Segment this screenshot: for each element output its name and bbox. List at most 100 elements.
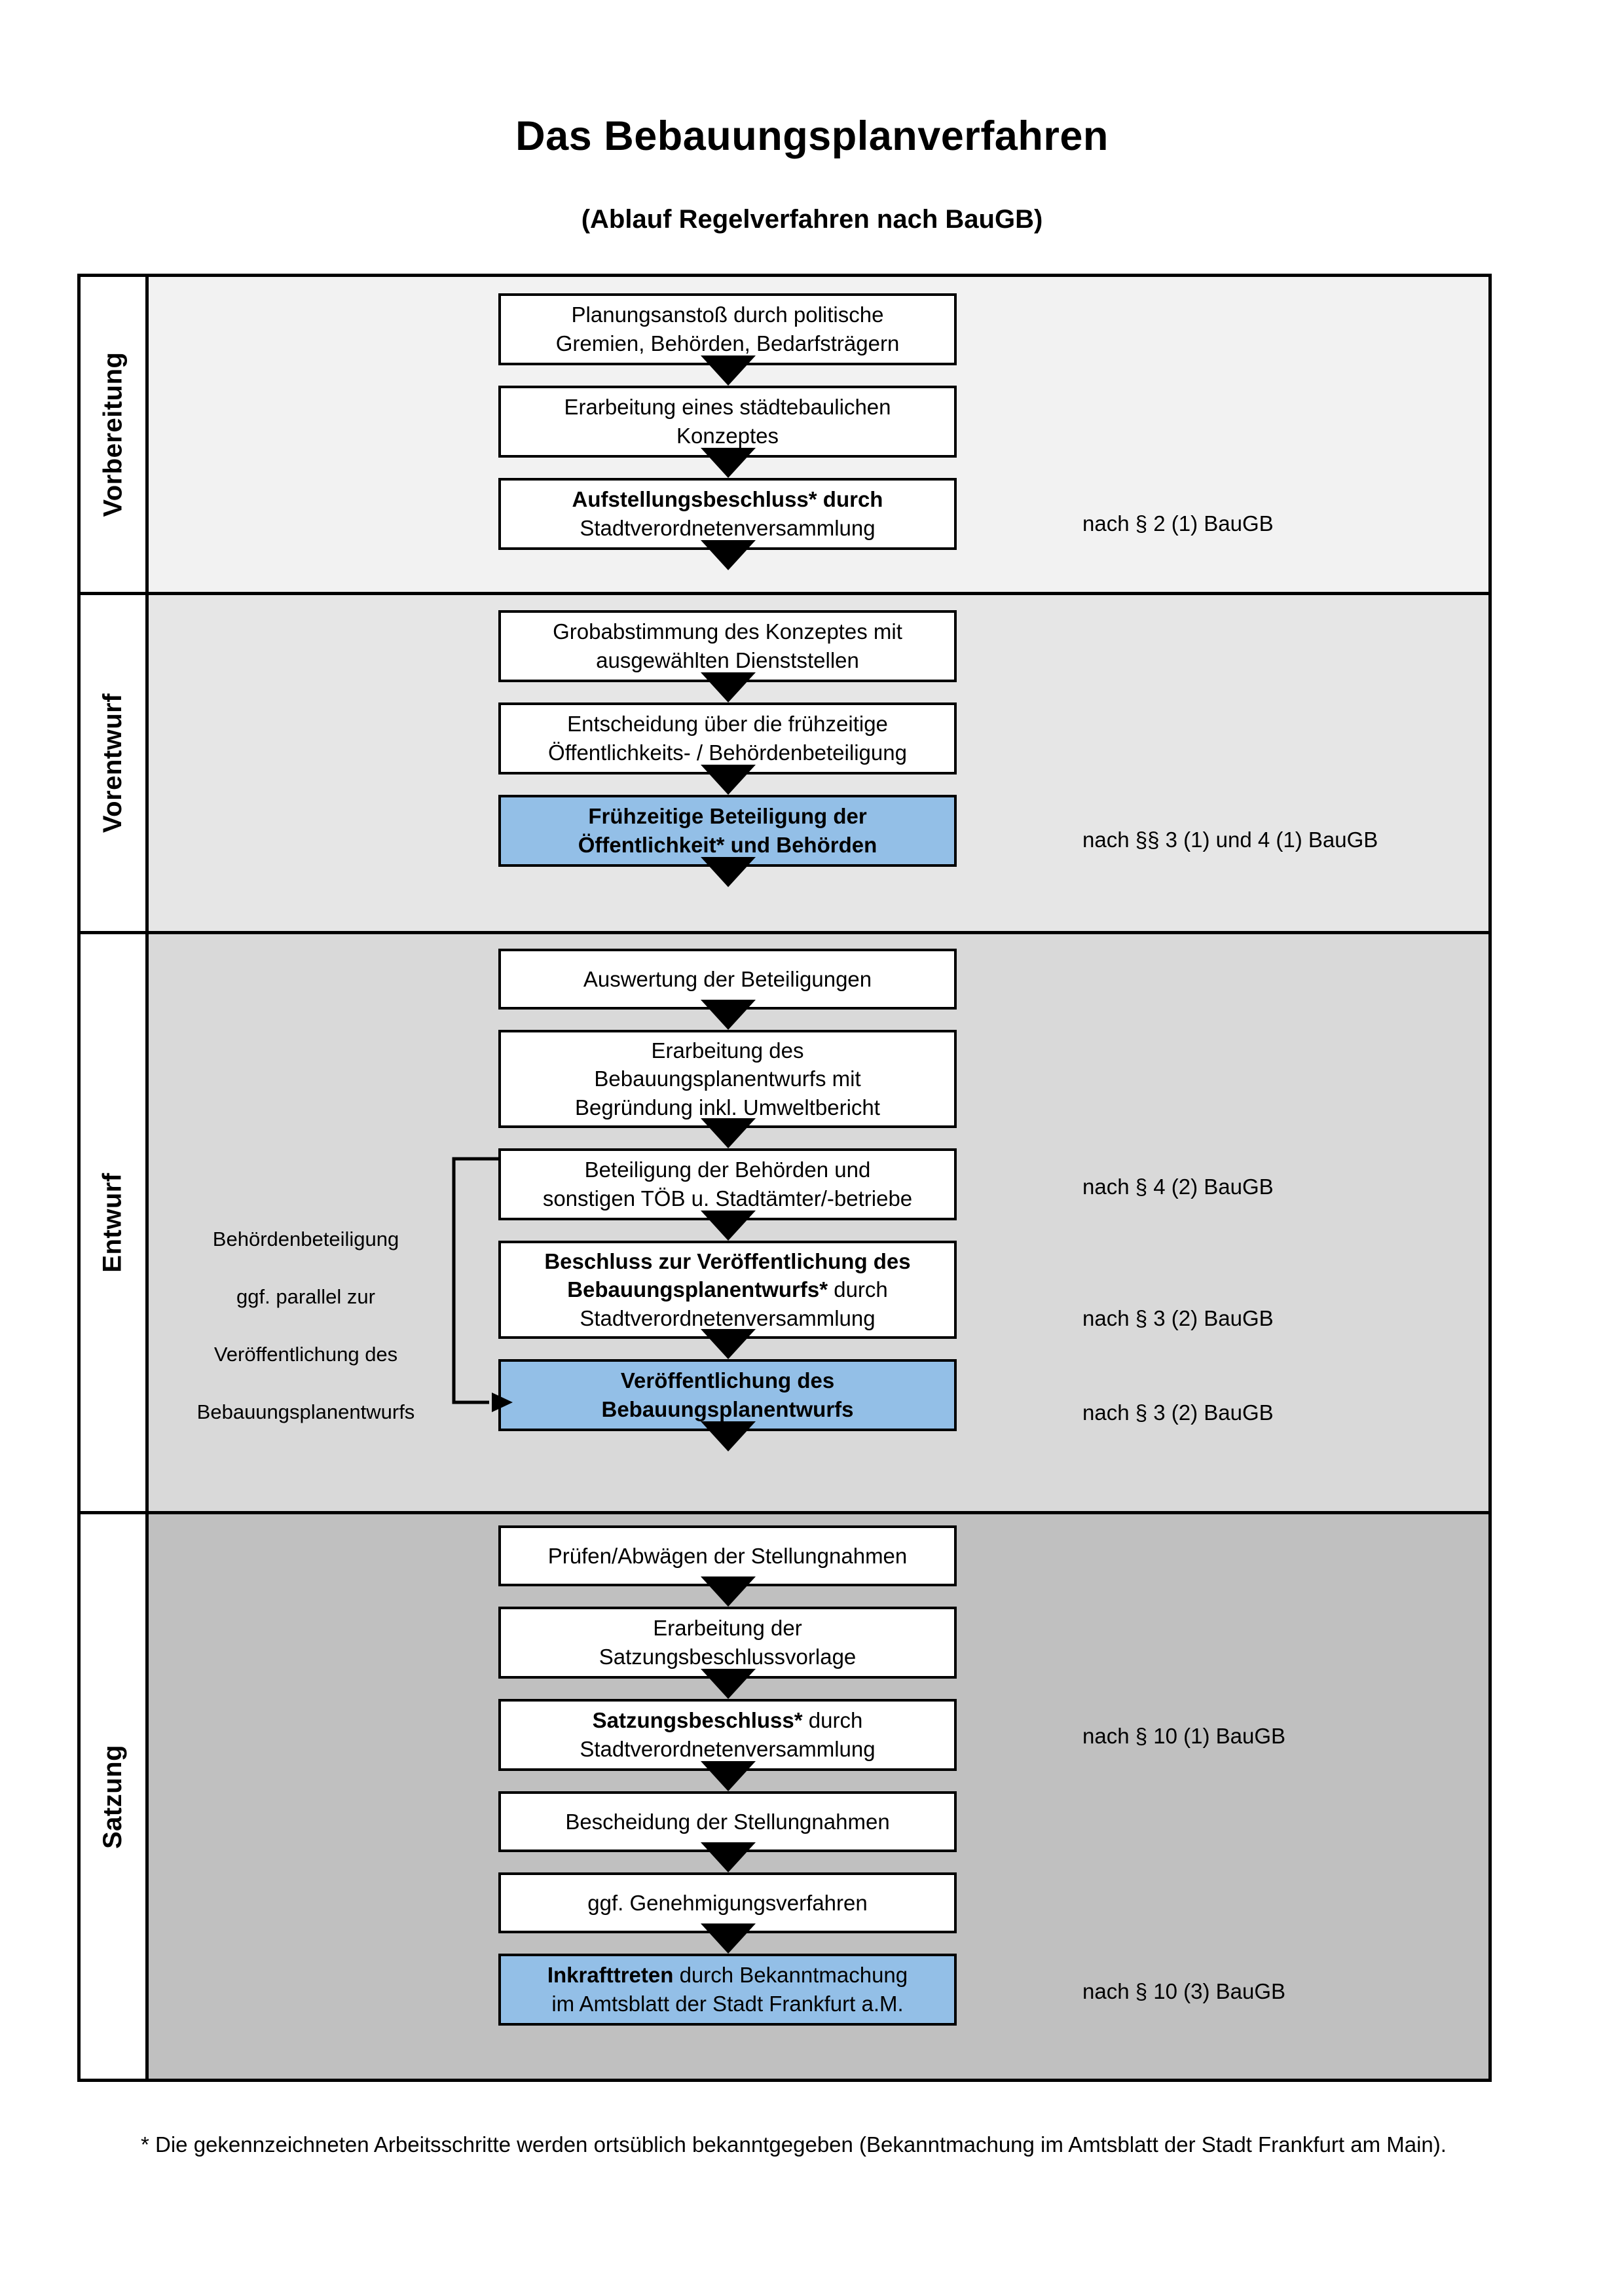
flow-arrow-down-icon bbox=[701, 1118, 756, 1148]
step-line-regular: durch bbox=[802, 1708, 863, 1733]
phase-body-vorentwurf: Grobabstimmung des Konzeptes mit ausgewä… bbox=[149, 595, 1488, 931]
flow-arrow-down-icon bbox=[701, 765, 756, 795]
step-line: Erarbeitung eines städtebaulichen bbox=[564, 395, 891, 420]
step-genehmigungsverfahren[interactable]: ggf. Genehmigungsverfahren bbox=[498, 1872, 957, 1933]
step-beschluss-veroeffentlichung[interactable]: Beschluss zur Veröffentlichung des Bebau… bbox=[498, 1241, 957, 1339]
flow-arrow-down-icon bbox=[701, 1421, 756, 1451]
flow-arrow-down-icon bbox=[701, 672, 756, 702]
phase-label-text: Vorbereitung bbox=[98, 352, 127, 517]
note-line: Bebauungsplanentwurfs bbox=[196, 1400, 415, 1424]
phase-label-vorbereitung: Vorbereitung bbox=[81, 277, 149, 592]
phase-label-entwurf: Entwurf bbox=[81, 934, 149, 1511]
law-reference: nach § 2 (1) BauGB bbox=[1082, 511, 1274, 536]
step-entscheidung-fruehzeitige-beteiligung[interactable]: Entscheidung über die frühzeitige Öffent… bbox=[498, 702, 957, 774]
step-line-mixed: Inkrafttreten durch Bekanntmachung bbox=[547, 1961, 908, 1990]
flow-arrow-down-icon bbox=[701, 1842, 756, 1872]
step-veroeffentlichung-entwurf[interactable]: Veröffentlichung des Bebauungsplanentwur… bbox=[498, 1359, 957, 1431]
flow-arrow-down-icon bbox=[701, 448, 756, 478]
step-line: im Amtsblatt der Stadt Frankfurt a.M. bbox=[551, 1992, 904, 2016]
law-reference: nach §§ 3 (1) und 4 (1) BauGB bbox=[1082, 828, 1378, 852]
step-line-bold: Bebauungsplanentwurfs* bbox=[567, 1277, 828, 1302]
law-reference: nach § 3 (2) BauGB bbox=[1082, 1400, 1274, 1425]
step-line: Erarbeitung der bbox=[653, 1616, 802, 1641]
flow-arrow-down-icon bbox=[701, 1923, 756, 1954]
phase-label-text: Satzung bbox=[98, 1744, 128, 1849]
step-line: Bebauungsplanentwurfs bbox=[601, 1397, 854, 1421]
step-line: ggf. Genehmigungsverfahren bbox=[587, 1890, 868, 1915]
step-line: Erarbeitung des bbox=[651, 1038, 804, 1063]
step-aufstellungsbeschluss[interactable]: Aufstellungsbeschluss* durch Stadtverord… bbox=[498, 478, 957, 550]
note-line: Veröffentlichung des bbox=[213, 1343, 398, 1366]
page-title: Das Bebauungsplanverfahren bbox=[515, 113, 1109, 159]
step-line: Stadtverordnetenversammlung bbox=[580, 1305, 876, 1330]
step-grobabstimmung[interactable]: Grobabstimmung des Konzeptes mit ausgewä… bbox=[498, 610, 957, 682]
step-bescheidung-stellungnahmen[interactable]: Bescheidung der Stellungnahmen bbox=[498, 1791, 957, 1852]
phase-body-entwurf: Auswertung der Beteiligungen Erarbeitung… bbox=[149, 934, 1488, 1511]
step-line: Begründung inkl. Umweltbericht bbox=[575, 1095, 880, 1120]
note-line: Behördenbeteiligung bbox=[212, 1228, 399, 1251]
step-line: Stadtverordnetenversammlung bbox=[580, 516, 876, 540]
flowchart-frame: Vorbereitung Planungsanstoß durch politi… bbox=[77, 274, 1492, 2082]
step-line: Planungsanstoß durch politische bbox=[571, 302, 884, 327]
step-line: Öffentlichkeit* und Behörden bbox=[578, 833, 877, 857]
law-reference: nach § 4 (2) BauGB bbox=[1082, 1175, 1274, 1199]
step-line: Satzungsbeschlussvorlage bbox=[599, 1645, 857, 1669]
step-line: Konzeptes bbox=[676, 424, 779, 448]
step-erarbeitung-bebauungsplanentwurf[interactable]: Erarbeitung des Bebauungsplanentwurfs mi… bbox=[498, 1030, 957, 1128]
footnote: * Die gekennzeichneten Arbeitsschritte w… bbox=[141, 2132, 1447, 2157]
step-fruehzeitige-beteiligung[interactable]: Frühzeitige Beteiligung der Öffentlichke… bbox=[498, 795, 957, 867]
phase-satzung: Satzung Prüfen/Abwägen der Stellungnahme… bbox=[81, 1514, 1488, 2079]
step-line-mixed: Bebauungsplanentwurfs* durch bbox=[544, 1275, 910, 1304]
step-line: Beteiligung der Behörden und bbox=[584, 1157, 871, 1182]
step-line-regular: durch bbox=[828, 1277, 888, 1302]
law-reference: nach § 3 (2) BauGB bbox=[1082, 1306, 1274, 1330]
step-satzungsbeschluss[interactable]: Satzungsbeschluss* durch Stadtverordnete… bbox=[498, 1699, 957, 1771]
step-line: Veröffentlichung des bbox=[620, 1368, 835, 1393]
step-line: Bescheidung der Stellungnahmen bbox=[565, 1809, 890, 1834]
note-line: ggf. parallel zur bbox=[236, 1285, 375, 1309]
flow-arrow-down-icon bbox=[701, 857, 756, 887]
step-line-bold: Inkrafttreten bbox=[547, 1963, 674, 1988]
flow-arrow-down-icon bbox=[701, 1669, 756, 1699]
phase-label-text: Vorentwurf bbox=[98, 693, 127, 833]
step-line: Entscheidung über die frühzeitige bbox=[567, 712, 888, 737]
step-inkrafttreten[interactable]: Inkrafttreten durch Bekanntmachung im Am… bbox=[498, 1954, 957, 2026]
step-line: Öffentlichkeits- / Behördenbeteiligung bbox=[548, 740, 907, 765]
step-staedtebauliches-konzept[interactable]: Erarbeitung eines städtebaulichen Konzep… bbox=[498, 386, 957, 458]
flow-arrow-down-icon bbox=[701, 540, 756, 570]
phase-vorentwurf: Vorentwurf Grobabstimmung des Konzeptes … bbox=[81, 595, 1488, 934]
step-line: ausgewählten Dienststellen bbox=[596, 648, 859, 672]
step-line-regular: durch Bekanntmachung bbox=[673, 1963, 908, 1988]
step-line-bold: Satzungsbeschluss* bbox=[592, 1708, 803, 1733]
step-line: Gremien, Behörden, Bedarfsträgern bbox=[555, 331, 900, 355]
flow-arrow-down-icon bbox=[701, 1329, 756, 1359]
step-erarbeitung-satzungsbeschlussvorlage[interactable]: Erarbeitung der Satzungsbeschlussvorlage bbox=[498, 1607, 957, 1679]
step-line: Bebauungsplanentwurfs mit bbox=[594, 1066, 861, 1091]
step-line: Frühzeitige Beteiligung der bbox=[588, 804, 867, 829]
phase-label-satzung: Satzung bbox=[81, 1514, 149, 2079]
flow-arrow-down-icon bbox=[701, 1000, 756, 1030]
phase-vorbereitung: Vorbereitung Planungsanstoß durch politi… bbox=[81, 277, 1488, 595]
page-subtitle: (Ablauf Regelverfahren nach BauGB) bbox=[581, 205, 1043, 234]
flow-arrow-down-icon bbox=[701, 355, 756, 386]
step-line-mixed: Satzungsbeschluss* durch bbox=[580, 1706, 875, 1735]
phase-label-vorentwurf: Vorentwurf bbox=[81, 595, 149, 931]
step-planungsanstoss[interactable]: Planungsanstoß durch politische Gremien,… bbox=[498, 293, 957, 365]
step-line: Grobabstimmung des Konzeptes mit bbox=[553, 619, 902, 644]
step-line: Aufstellungsbeschluss* durch bbox=[572, 487, 883, 512]
phase-body-satzung: Prüfen/Abwägen der Stellungnahmen Erarbe… bbox=[149, 1514, 1488, 2079]
law-reference: nach § 10 (3) BauGB bbox=[1082, 1979, 1286, 2003]
phase-body-vorbereitung: Planungsanstoß durch politische Gremien,… bbox=[149, 277, 1488, 592]
parallel-process-note: Behördenbeteiligung ggf. parallel zur Ve… bbox=[168, 1196, 443, 1455]
phase-entwurf: Entwurf Auswertung der Beteiligungen Era… bbox=[81, 934, 1488, 1514]
step-line: Auswertung der Beteiligungen bbox=[583, 966, 872, 991]
law-reference: nach § 10 (1) BauGB bbox=[1082, 1724, 1286, 1748]
flow-arrow-down-icon bbox=[701, 1211, 756, 1241]
step-pruefen-abwaegen[interactable]: Prüfen/Abwägen der Stellungnahmen bbox=[498, 1525, 957, 1586]
step-beteiligung-behoerden-toeb[interactable]: Beteiligung der Behörden und sonstigen T… bbox=[498, 1148, 957, 1220]
step-line: sonstigen TÖB u. Stadtämter/-betriebe bbox=[542, 1186, 913, 1211]
step-line: Prüfen/Abwägen der Stellungnahmen bbox=[547, 1543, 908, 1568]
phase-label-text: Entwurf bbox=[98, 1173, 127, 1273]
flow-arrow-down-icon bbox=[701, 1761, 756, 1791]
step-auswertung-beteiligungen[interactable]: Auswertung der Beteiligungen bbox=[498, 949, 957, 1010]
